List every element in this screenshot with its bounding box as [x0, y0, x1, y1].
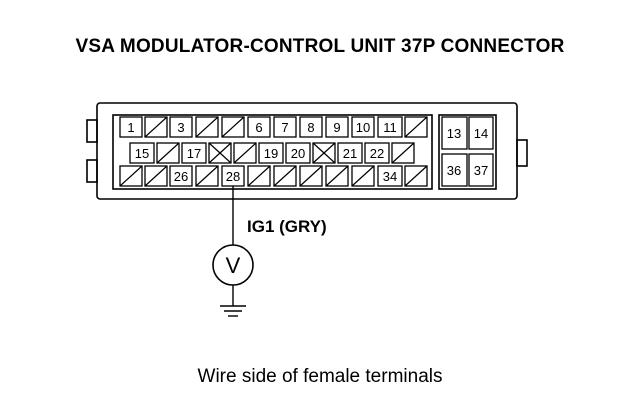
pin-10: 10 [356, 120, 370, 135]
pin-34: 34 [383, 169, 397, 184]
connector-latch-left-bottom [86, 159, 98, 183]
pin-19: 19 [264, 146, 278, 161]
pin-6: 6 [255, 120, 262, 135]
pin-11: 11 [383, 120, 397, 135]
pin-9: 9 [333, 120, 340, 135]
pin-17: 17 [187, 146, 201, 161]
pin-15: 15 [135, 146, 149, 161]
pin-36: 36 [447, 163, 461, 178]
pin-26: 26 [174, 169, 188, 184]
pin-22: 22 [370, 146, 384, 161]
pin-7: 7 [281, 120, 288, 135]
unused-terminal-marks [119, 116, 428, 187]
pin-21: 21 [343, 146, 357, 161]
pin-3: 3 [177, 120, 184, 135]
terminal-block-left [112, 114, 433, 190]
connector-latch-right [516, 139, 528, 167]
pin-28: 28 [226, 169, 240, 184]
voltmeter-icon: V [212, 244, 254, 286]
pin-8: 8 [307, 120, 314, 135]
terminal-block-right [438, 114, 497, 190]
ground-icon [220, 285, 246, 317]
pin-13: 13 [447, 126, 461, 141]
wire-label: IG1 (GRY) [247, 217, 327, 236]
pin-14: 14 [474, 126, 488, 141]
voltmeter-symbol: V [226, 253, 241, 278]
diagram-caption: Wire side of female terminals [197, 366, 443, 387]
pin-37: 37 [474, 163, 488, 178]
diagram-title: VSA MODULATOR-CONTROL UNIT 37P CONNECTOR [75, 36, 565, 57]
connector-latch-left-top [86, 119, 98, 143]
pin-20: 20 [291, 146, 305, 161]
pin-1: 1 [127, 120, 134, 135]
